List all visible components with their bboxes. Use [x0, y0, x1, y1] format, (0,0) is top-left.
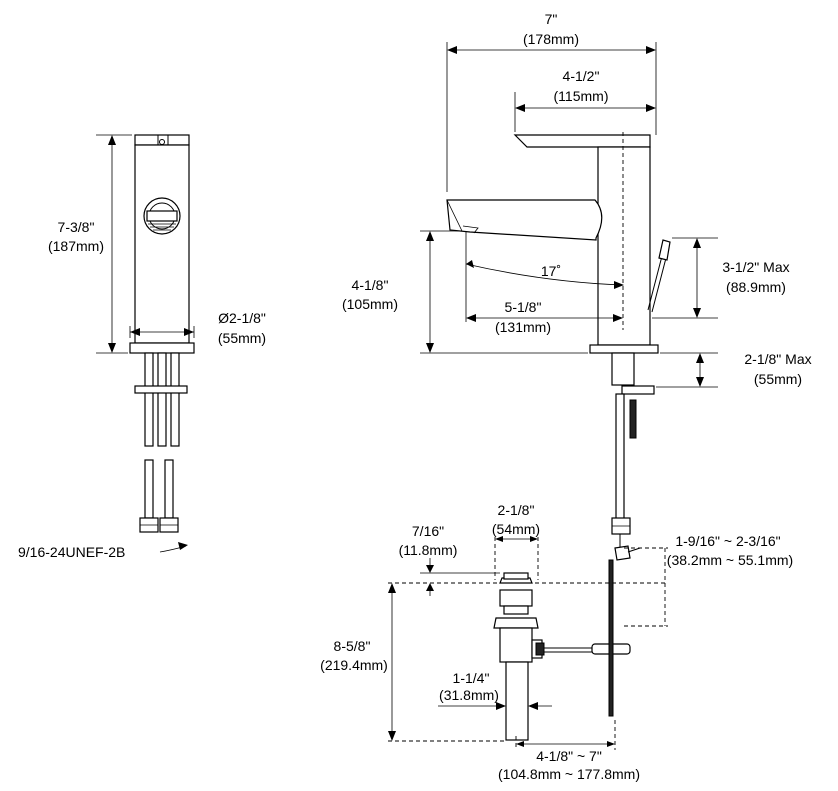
side-view-body [134, 144, 190, 344]
deck-thickness-imperial: 2-1/8" Max [744, 351, 811, 367]
front-view: 7" (178mm) 4-1/2" (115mm) 4-1 [342, 11, 812, 561]
tailpiece-diameter-imperial: 1-1/4" [453, 670, 490, 686]
spout-reach-metric: (131mm) [495, 319, 551, 335]
lift-rod [647, 239, 671, 313]
lift-rod-range-imperial: 1-9/16" ~ 2-3/16" [675, 533, 780, 549]
drain-tailpiece [505, 661, 529, 741]
pivot-rod-range-imperial: 4-1/8" ~ 7" [536, 748, 602, 764]
drain-length-imperial: 8-5/8" [334, 638, 371, 654]
faucet-base [589, 344, 659, 354]
flange-height-metric: (11.8mm) [399, 542, 458, 558]
spout-height-metric: (105mm) [342, 296, 398, 312]
overall-width-metric: (178mm) [523, 31, 579, 47]
pivot-rod-range-metric: (104.8mm ~ 177.8mm) [498, 766, 640, 782]
side-view-knob [143, 197, 181, 235]
base-diameter-imperial: Ø2-1/8" [218, 310, 266, 326]
faucet-body [597, 146, 651, 346]
pop-up-drain: 2-1/8" (54mm) 7/16" (11.8mm) 1-9/16" ~ 2… [320, 502, 793, 782]
drain-flange-imperial: 2-1/8" [498, 502, 535, 518]
handle-reach-metric: (115mm) [554, 88, 609, 104]
supply-assembly [611, 352, 655, 561]
flange-height-imperial: 7/16" [412, 523, 444, 539]
drain-body [499, 627, 533, 663]
overall-width-imperial: 7" [545, 11, 558, 27]
lift-rod-height-imperial: 3-1/2" Max [722, 259, 789, 275]
spout-reach-imperial: 5-1/8" [505, 299, 542, 315]
spout-angle: 17˚ [541, 263, 561, 279]
deck-thickness-metric: (55mm) [754, 371, 802, 387]
tailpiece-diameter-metric: (31.8mm) [439, 687, 499, 703]
side-view: 7-3/8" (187mm) Ø2-1/8" (55mm) 9/16-24UNE… [18, 134, 266, 560]
lift-rod-height-metric: (88.9mm) [726, 279, 786, 295]
overall-height-metric: (187mm) [48, 238, 104, 254]
side-view-base [129, 342, 195, 354]
connection-thread: 9/16-24UNEF-2B [18, 544, 125, 560]
base-diameter-metric: (55mm) [218, 330, 266, 346]
faucet-spout [446, 199, 603, 241]
side-view-hoses [134, 352, 188, 533]
drain-length-metric: (219.4mm) [320, 657, 388, 673]
handle-reach-imperial: 4-1/2" [563, 68, 600, 84]
lift-rod-range-metric: (38.2mm ~ 55.1mm) [667, 552, 793, 568]
drain-flange-metric: (54mm) [492, 521, 540, 537]
spout-height-imperial: 4-1/8" [352, 277, 389, 293]
overall-height-imperial: 7-3/8" [58, 219, 95, 235]
faucet-handle [513, 134, 651, 148]
